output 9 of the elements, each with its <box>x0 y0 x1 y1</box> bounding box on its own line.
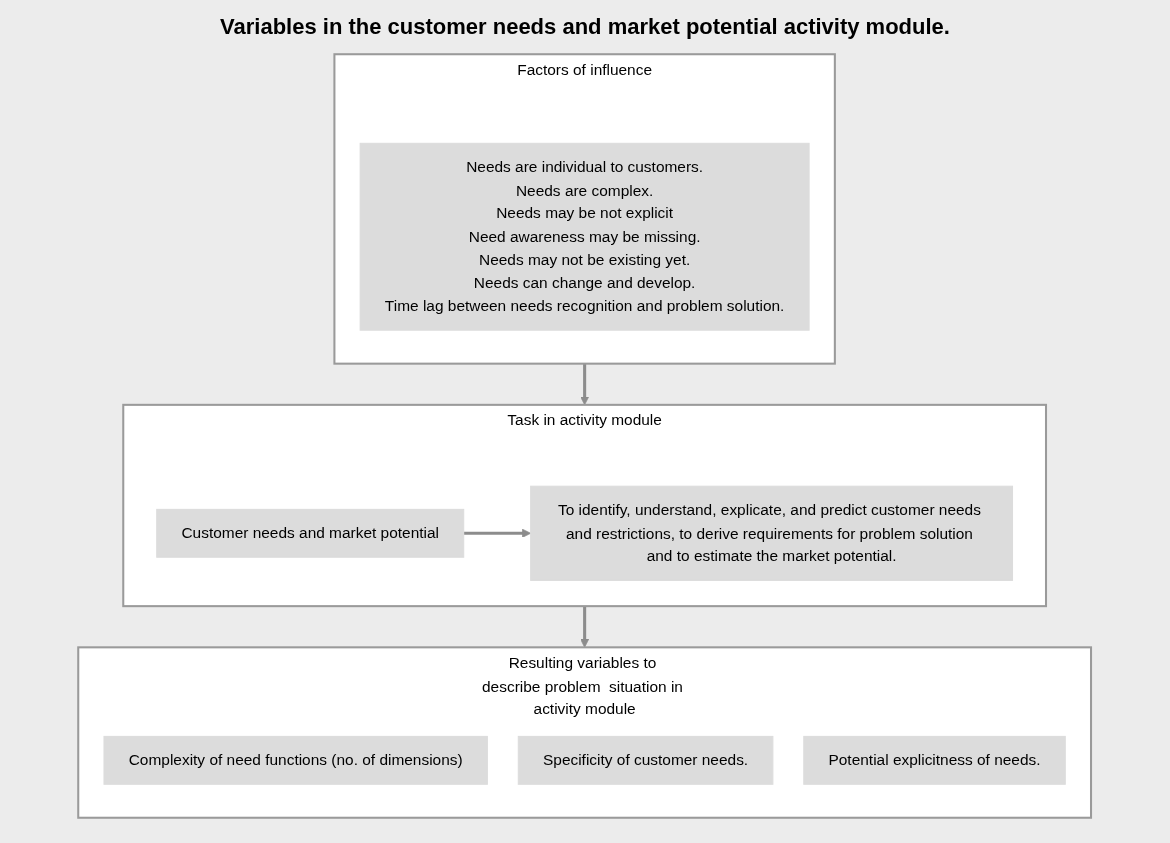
node-box: Potential explicitness of needs. <box>803 735 1067 785</box>
diagram-title: Variables in the customer needs and market potential activity module. <box>220 14 950 40</box>
arrow <box>580 606 590 648</box>
node-box: Complexity of need functions (no. of dimensions) <box>103 735 489 785</box>
node-box: Needs are individual to customers. Needs are complex. Needs may be not explicit Need awareness may be missing. Needs may not be existing yet. Needs can change and develop. Time lag between needs recognition and problem solution. <box>360 142 810 331</box>
node-box: Customer needs and market potential <box>156 508 465 558</box>
node-box: To identify, understand, explicate, and predict customer needs and restrictions, to derive requirements for problem solution and to estimate the market potential. <box>530 485 1014 581</box>
arrow <box>464 528 532 538</box>
node-box: Specificity of customer needs. <box>518 735 774 785</box>
